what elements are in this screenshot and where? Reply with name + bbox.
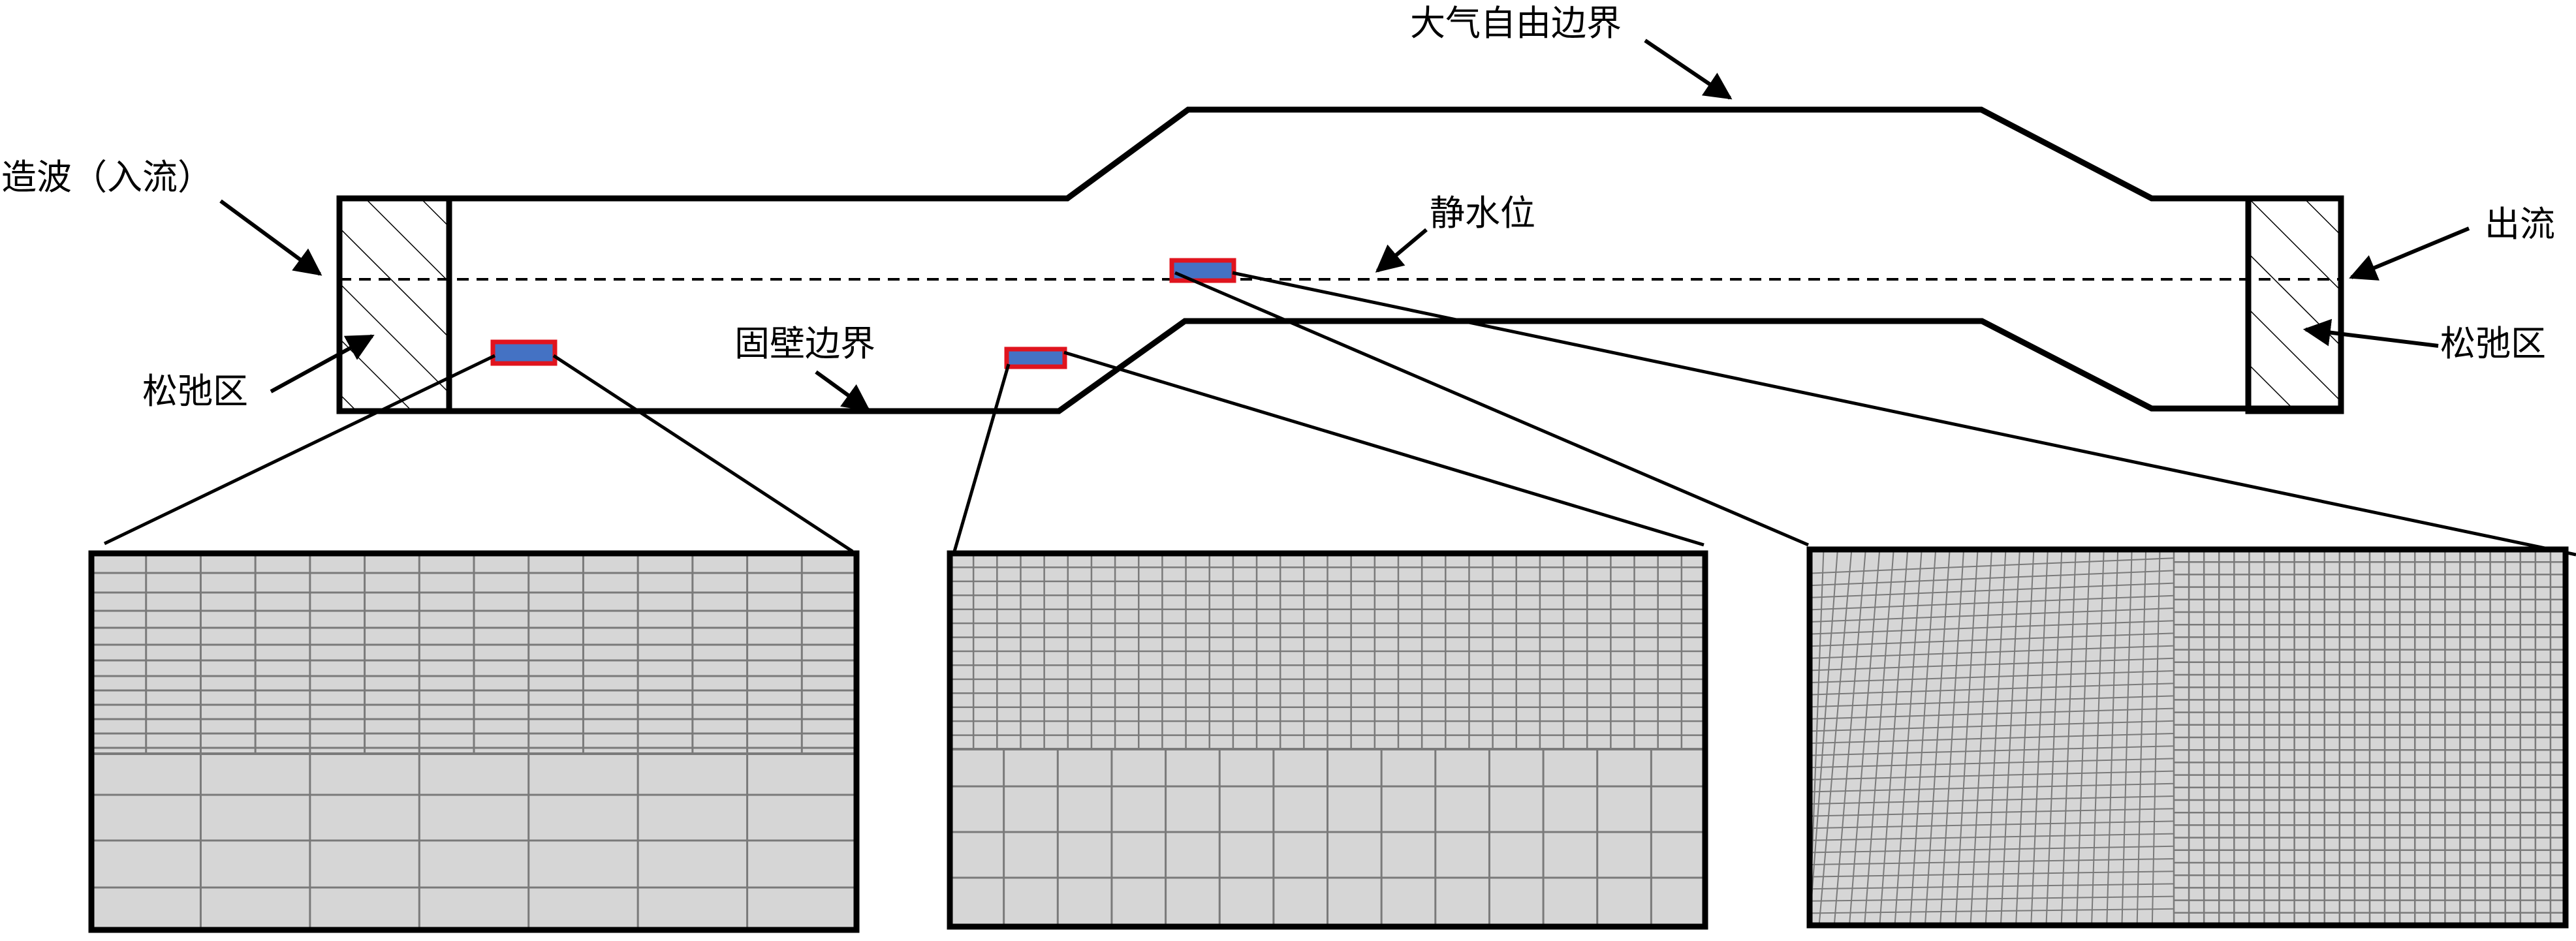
numerical-tank — [336, 106, 2344, 414]
wave-generation-label: 造波（入流） — [1, 157, 213, 198]
solid-wall-boundary-label: 固壁边界 — [734, 323, 875, 364]
mesh-detail-2 — [947, 550, 1708, 930]
relaxation-zone-left-label: 松弛区 — [142, 371, 248, 412]
mesh-detail-1 — [88, 550, 860, 933]
probe-box-3 — [1169, 258, 1236, 283]
bottom-boundary — [339, 318, 2341, 414]
still-water-level-label: 静水位 — [1430, 193, 1535, 234]
relaxation-zone-right-label: 松弛区 — [2440, 323, 2546, 364]
mesh-detail-3 — [1806, 546, 2569, 929]
top-boundary — [339, 106, 2341, 202]
zoom-connectors — [103, 271, 2576, 557]
outflow-label: 出流 — [2485, 204, 2555, 245]
probe-box-1 — [490, 339, 558, 366]
probe-box-2 — [1004, 347, 1067, 369]
relaxation-zone-right-hatch — [2245, 195, 2344, 414]
atmosphere-boundary-label: 大气自由边界 — [1410, 3, 1622, 44]
annotation-arrows — [219, 39, 2470, 412]
relaxation-zone-left-hatch — [336, 195, 452, 414]
